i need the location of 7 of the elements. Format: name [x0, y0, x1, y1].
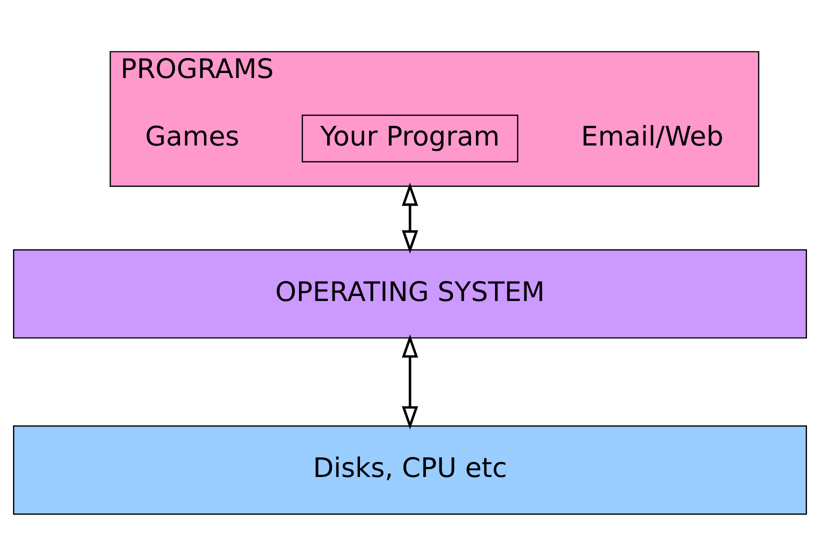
- label: Email/Web: [581, 121, 724, 152]
- arrow: [402, 182, 418, 254]
- node-box: Your Program: [302, 114, 518, 162]
- arrow: [402, 334, 418, 430]
- node-box: Disks, CPU etc: [13, 425, 807, 515]
- label: Games: [145, 121, 240, 152]
- node-box: OPERATING SYSTEM: [13, 249, 807, 339]
